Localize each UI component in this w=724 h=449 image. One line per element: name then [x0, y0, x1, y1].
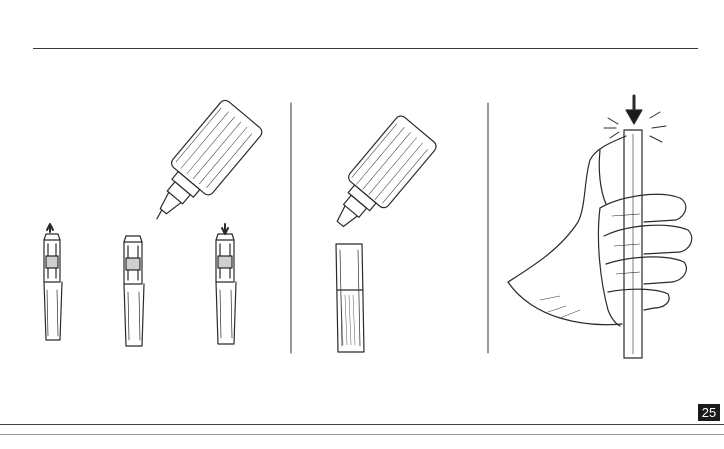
- press-mouthpiece-icon: [508, 96, 692, 358]
- fill-tank-icon: [321, 114, 438, 352]
- page-number: 25: [698, 404, 720, 421]
- hand-icon: [508, 136, 692, 326]
- cartridge-open-icon: [44, 224, 62, 340]
- e-liquid-bottle-icon: [137, 98, 264, 236]
- cartridge-closed-icon: [216, 224, 236, 344]
- footer-divider: [0, 424, 724, 425]
- cartridge-filling-icon: [124, 236, 144, 346]
- refill-cartridge-icon: [44, 98, 264, 346]
- footer-divider-secondary: [0, 434, 724, 435]
- tank-icon: [336, 244, 364, 352]
- e-liquid-bottle-icon: [321, 114, 438, 240]
